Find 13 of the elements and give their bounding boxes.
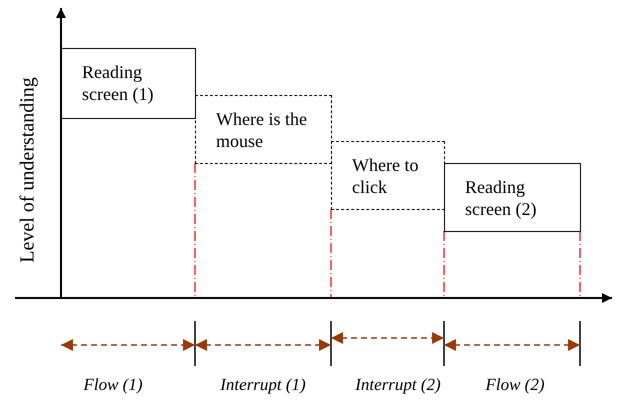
phase-label: Interrupt (1) [220, 375, 306, 395]
phase-label: Flow (2) [485, 375, 545, 395]
box-label: Where to click [352, 154, 420, 198]
box-label: Where is the mouse [216, 108, 308, 152]
process-box [444, 163, 581, 232]
axis-title: Level of understanding [16, 77, 40, 263]
dashed-process-box [331, 141, 445, 210]
box-label: Reading screen (2) [465, 176, 538, 220]
box-label: Reading screen (1) [82, 61, 154, 105]
phase-label: Interrupt (2) [355, 375, 441, 395]
phase-label: Flow (1) [83, 375, 143, 395]
dashed-process-box [195, 95, 332, 164]
process-box [61, 48, 196, 119]
